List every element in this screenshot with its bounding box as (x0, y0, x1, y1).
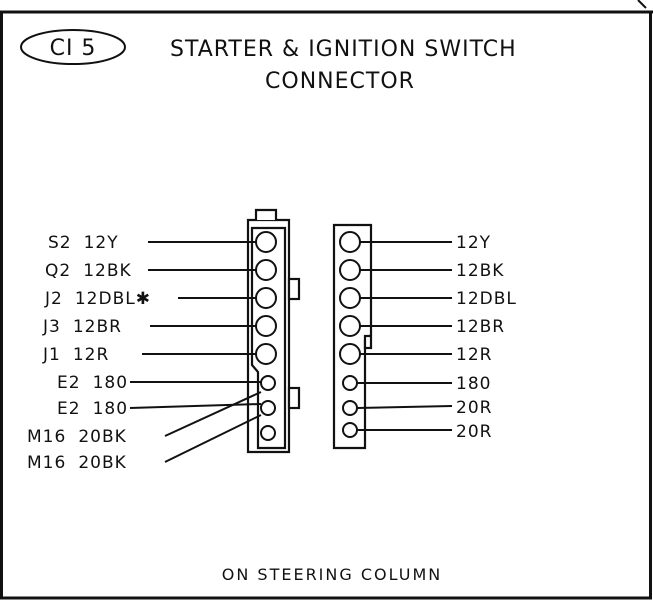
left-pin-large (255, 287, 277, 309)
badge-text: CI 5 (50, 36, 97, 61)
right-connector-tab (363, 334, 373, 350)
corner-mark (637, 0, 647, 9)
left-pin-large (255, 231, 277, 253)
title-line-2: CONNECTOR (265, 69, 415, 94)
left-wire-lead (129, 403, 262, 409)
left-pin-small (260, 400, 276, 416)
left-pin-small (260, 375, 276, 391)
right-wire-label: 12R (456, 345, 492, 365)
wire-leads (129, 241, 453, 463)
title-line-1: STARTER & IGNITION SWITCH (170, 37, 517, 62)
circuit-id-badge (20, 29, 126, 65)
right-pin-large (339, 315, 361, 337)
location-note: ON STEERING COLUMN (222, 565, 442, 584)
right-wire-label: 12DBL (456, 289, 517, 309)
right-pin-large (339, 287, 361, 309)
right-wire-label: 20R (456, 422, 492, 442)
right-wire-label: 12BK (456, 261, 504, 281)
left-connector-tab-upper (287, 277, 301, 301)
right-pin-large (339, 231, 361, 253)
left-pin-large (255, 259, 277, 281)
right-pin-small (342, 422, 358, 438)
right-wire-label: 12BR (456, 317, 505, 337)
right-pin-large (339, 259, 361, 281)
left-connector-tab-lower (287, 386, 301, 410)
right-pin-small (342, 375, 358, 391)
right-wire-lead (356, 405, 453, 409)
left-pin-large (255, 315, 277, 337)
left-wire-lead (164, 391, 262, 437)
left-pin-large (255, 343, 277, 365)
left-wire-lead (164, 414, 262, 463)
right-pin-small (342, 400, 358, 416)
left-pin-small (260, 425, 276, 441)
right-wire-label: 12Y (456, 233, 491, 253)
right-wire-label: 180 (456, 374, 491, 394)
right-wire-label: 20R (456, 398, 492, 418)
right-pin-large (339, 343, 361, 365)
left-connector-latch (254, 208, 278, 220)
